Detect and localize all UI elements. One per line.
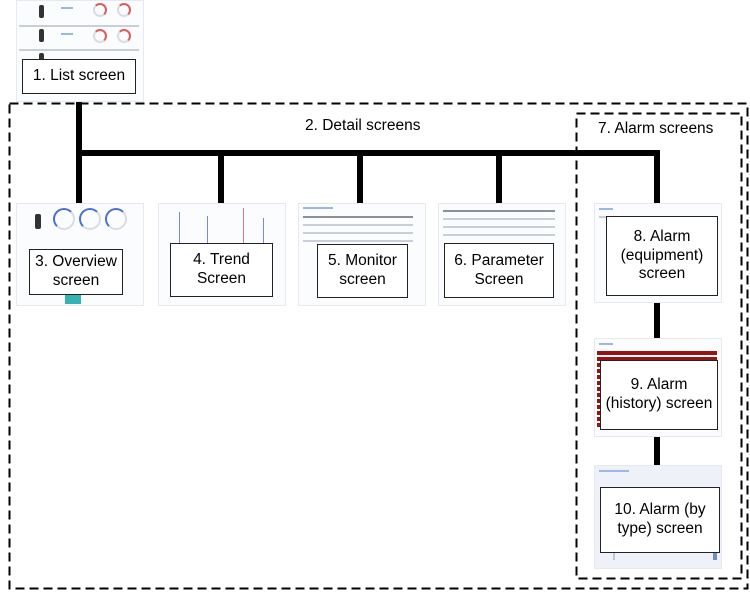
table-row xyxy=(303,240,413,242)
node-label: 5. Monitor screen xyxy=(328,252,397,288)
status-bar xyxy=(61,7,73,9)
device-image xyxy=(39,5,44,18)
table-row xyxy=(303,224,413,226)
node-alarm-type-screen: 10. Alarm (by type) screen xyxy=(600,487,720,553)
table-row xyxy=(443,226,555,228)
node-trend-screen: 4. Trend Screen xyxy=(170,243,273,297)
node-label: 3. Overview screen xyxy=(35,253,117,289)
tab-strip xyxy=(599,208,613,210)
node-monitor-screen: 5. Monitor screen xyxy=(317,244,408,298)
row-divider xyxy=(19,25,139,27)
status-bar xyxy=(61,33,73,35)
node-label: 8. Alarm (equipment) screen xyxy=(620,227,704,283)
row-divider xyxy=(19,49,139,51)
table-row xyxy=(303,232,413,234)
chart-bar xyxy=(613,546,615,560)
gauge-widget xyxy=(79,208,101,230)
tab-strip xyxy=(599,343,613,345)
gauge-widget xyxy=(117,29,131,43)
table-row xyxy=(443,210,555,212)
alarm-row xyxy=(597,357,717,361)
gauge-widget xyxy=(117,3,131,17)
node-label: 6. Parameter Screen xyxy=(454,251,544,288)
trend-bar xyxy=(207,216,208,248)
trend-bar xyxy=(263,218,264,248)
node-label: 1. List screen xyxy=(32,67,126,85)
group-title-alarm: 7. Alarm screens xyxy=(598,120,714,137)
alarm-row xyxy=(597,351,717,355)
trend-bar xyxy=(243,208,244,248)
gauge-widget xyxy=(93,3,107,17)
table-row xyxy=(303,216,413,218)
node-label: 10. Alarm (by type) screen xyxy=(614,501,706,537)
node-label: 9. Alarm (history) screen xyxy=(605,376,713,412)
node-list-screen: 1. List screen xyxy=(22,59,136,94)
tab-strip xyxy=(303,207,333,209)
device-image xyxy=(39,29,44,42)
gauge-widget xyxy=(93,29,107,43)
trend-bar xyxy=(179,212,180,248)
node-parameter-screen: 6. Parameter Screen xyxy=(444,243,554,298)
table-row xyxy=(443,234,555,236)
gauge-widget xyxy=(105,208,127,230)
gauge-widget xyxy=(53,208,75,230)
node-alarm-history-screen: 9. Alarm (history) screen xyxy=(600,360,718,430)
table-row xyxy=(443,218,555,220)
alarm-screens-frame xyxy=(575,112,743,580)
tab-strip xyxy=(599,470,629,472)
node-alarm-equipment-screen: 8. Alarm (equipment) screen xyxy=(606,216,718,296)
detail-screens-frame xyxy=(8,102,749,590)
node-label: 4. Trend Screen xyxy=(193,251,250,287)
teal-panel xyxy=(65,294,81,304)
node-overview-screen: 3. Overview screen xyxy=(29,249,123,295)
device-image xyxy=(35,214,41,229)
group-title-detail: 2. Detail screens xyxy=(305,117,421,134)
